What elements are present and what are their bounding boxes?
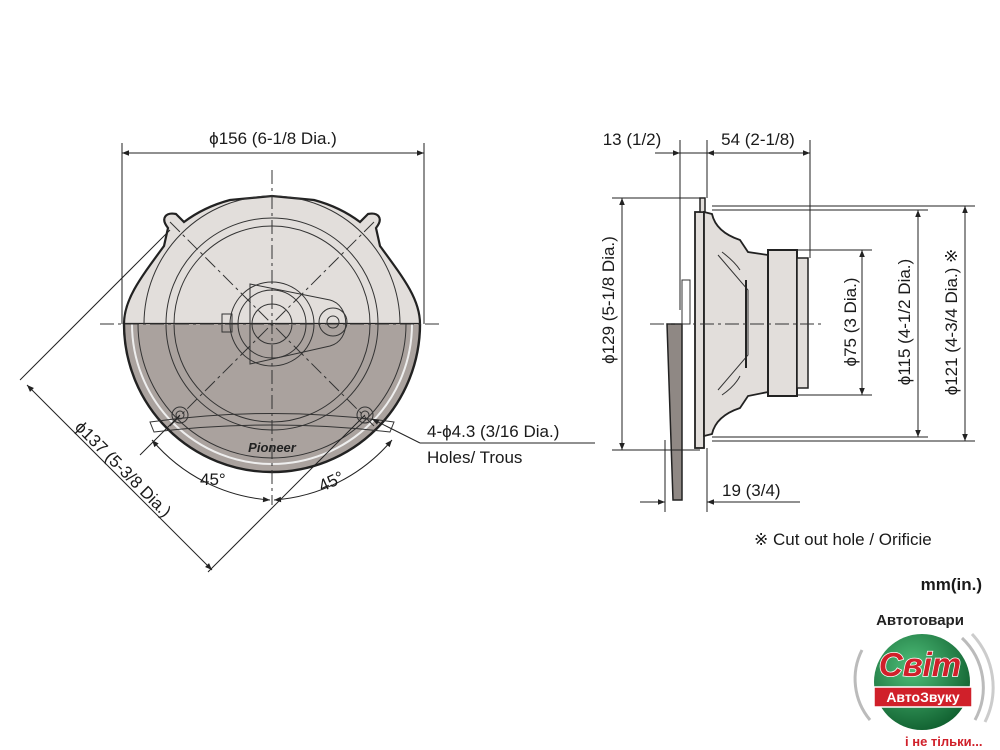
mount-hole-right	[356, 406, 374, 424]
frame-diameter-label: ϕ115 (4-1/2 Dia.)	[895, 259, 914, 385]
logo-sub-text: АвтоЗвуку	[886, 689, 960, 705]
side-view: 13 (1/2) 54 (2-1/8) 19 (3/4) ϕ129 (5-1/8…	[599, 130, 982, 594]
logo-bottom-text: і не тільки...	[905, 734, 982, 749]
holes-spec-label: 4-ϕ4.3 (3/16 Dia.)	[427, 422, 559, 441]
cutout-note: ※ Cut out hole / Orificie	[754, 530, 932, 549]
logo-top-text: Автотовари	[876, 612, 964, 629]
magnet-diameter-label: ϕ75 (3 Dia.)	[841, 278, 860, 367]
holes-label: Holes/ Trous	[427, 448, 522, 467]
units-label: mm(in.)	[921, 575, 982, 594]
logo-main-text: Світ	[879, 646, 961, 683]
cutout-diameter-label: ϕ121 (4-3/4 Dia.) ※	[942, 249, 961, 396]
flange-diameter-label: ϕ129 (5-1/8 Dia.)	[599, 236, 618, 364]
grille-depth-label: 19 (3/4)	[722, 481, 781, 500]
front-view: Pioneer ϕ156 (6-1/8 Dia.) ϕ137 (5-3/8 Di…	[19, 129, 595, 573]
angle-right-label: 45°	[316, 468, 347, 496]
store-watermark-logo: Автотовари Світ АвтоЗвуку і не тільки...	[853, 612, 995, 749]
front-depth-label: 13 (1/2)	[603, 130, 662, 149]
mount-diameter-label: ϕ137 (5-3/8 Dia.)	[71, 417, 175, 521]
angle-left-label: 45°	[200, 470, 226, 489]
speaker-top-half	[122, 194, 422, 324]
outer-diameter-label: ϕ156 (6-1/8 Dia.)	[209, 129, 337, 148]
mount-depth-label: 54 (2-1/8)	[721, 130, 795, 149]
